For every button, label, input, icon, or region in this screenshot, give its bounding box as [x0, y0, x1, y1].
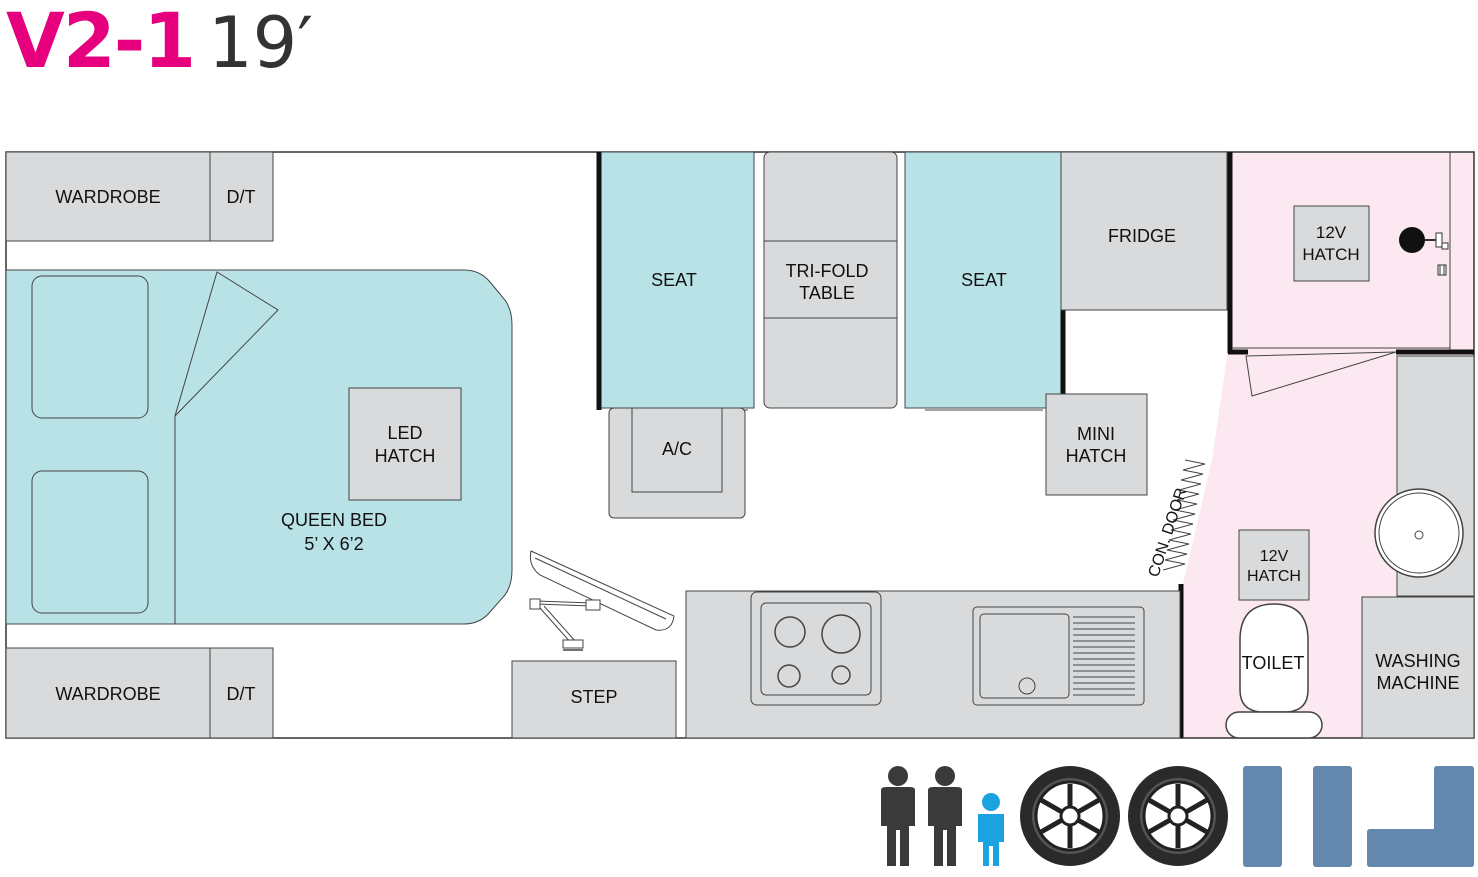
shower-door [1245, 351, 1397, 397]
sink-bowl [979, 613, 1070, 699]
child-person-icon [978, 793, 1004, 866]
table-label-1: TRI-FOLD [786, 261, 869, 281]
concertina-door [1162, 459, 1206, 571]
wardrobe-bottom [5, 647, 211, 739]
mini-hatch-label-1: MINI [1077, 424, 1115, 444]
toilet-label: TOILET [1242, 653, 1305, 673]
basin-drain [1414, 530, 1424, 540]
seat-right-label: SEAT [961, 270, 1007, 290]
dt-bottom [209, 647, 274, 739]
sink-drain [1018, 677, 1036, 695]
hatch-12v-toilet-label-1: 12V [1260, 548, 1289, 565]
pillow-bottom [31, 470, 149, 614]
washing-machine-label-2: MACHINE [1376, 673, 1459, 693]
washing-machine [1361, 596, 1475, 739]
toilet-cistern [1225, 711, 1323, 739]
hatch-12v-shower [1293, 205, 1370, 282]
step [511, 660, 677, 739]
queen-bed-label-1: QUEEN BED [281, 510, 387, 530]
shower-head-icon [1399, 227, 1449, 276]
sink [972, 606, 1145, 706]
seat-left-label: SEAT [651, 270, 697, 290]
hatch-12v-shower-label-1: 12V [1316, 223, 1347, 242]
burner-3 [777, 664, 801, 688]
off-road-wheel-icon [1020, 766, 1120, 866]
cooktop-inner [760, 602, 872, 696]
toilet [1239, 603, 1309, 713]
fridge-label: FRIDGE [1108, 226, 1176, 246]
ac-inner [631, 407, 723, 493]
ac-label: A/C [662, 439, 692, 459]
led-hatch-label-2: HATCH [375, 446, 436, 466]
seat-left [597, 151, 755, 409]
led-hatch-label-1: LED [387, 423, 422, 443]
step-label: STEP [570, 687, 617, 707]
cooktop [750, 591, 882, 706]
l-shaped-lounge-icon [1367, 766, 1474, 867]
entry-door-icon [529, 550, 675, 651]
mini-hatch-label-2: HATCH [1066, 446, 1127, 466]
table-label-2: TABLE [799, 283, 855, 303]
dt-bottom-label: D/T [227, 684, 256, 704]
model-name: V2-1 [6, 0, 196, 85]
tri-fold-table [763, 151, 898, 409]
adult-person-icon [881, 766, 915, 866]
seat-right [904, 151, 1062, 409]
wardrobe-top-label: WARDROBE [55, 187, 160, 207]
burner-1 [774, 616, 806, 648]
adult-person-icon [928, 766, 962, 866]
basin [1374, 488, 1464, 578]
wardrobe-bottom-label: WARDROBE [55, 684, 160, 704]
basin-inner [1378, 492, 1460, 574]
single-bed-icon [1243, 766, 1282, 867]
single-bed-icon [1313, 766, 1352, 867]
pillow-top [31, 275, 149, 419]
dt-top-label: D/T [227, 187, 256, 207]
hatch-12v-toilet-label-2: HATCH [1247, 568, 1301, 585]
burner-4 [831, 665, 851, 685]
hatch-12v-shower-label-2: HATCH [1302, 245, 1359, 264]
sink-drainer [1073, 616, 1135, 696]
hatch-12v-toilet [1238, 529, 1310, 601]
model-length: 19′ [208, 2, 314, 84]
dt-top [209, 151, 274, 242]
mini-hatch [1045, 393, 1148, 496]
bed-sheet-fold [174, 271, 279, 417]
washing-machine-label-1: WASHING [1375, 651, 1460, 671]
led-hatch [348, 387, 462, 501]
queen-bed-label-2: 5’ X 6’2 [304, 534, 363, 554]
fridge [1060, 151, 1228, 311]
burner-2 [821, 614, 861, 654]
off-road-wheel-icon [1128, 766, 1228, 866]
